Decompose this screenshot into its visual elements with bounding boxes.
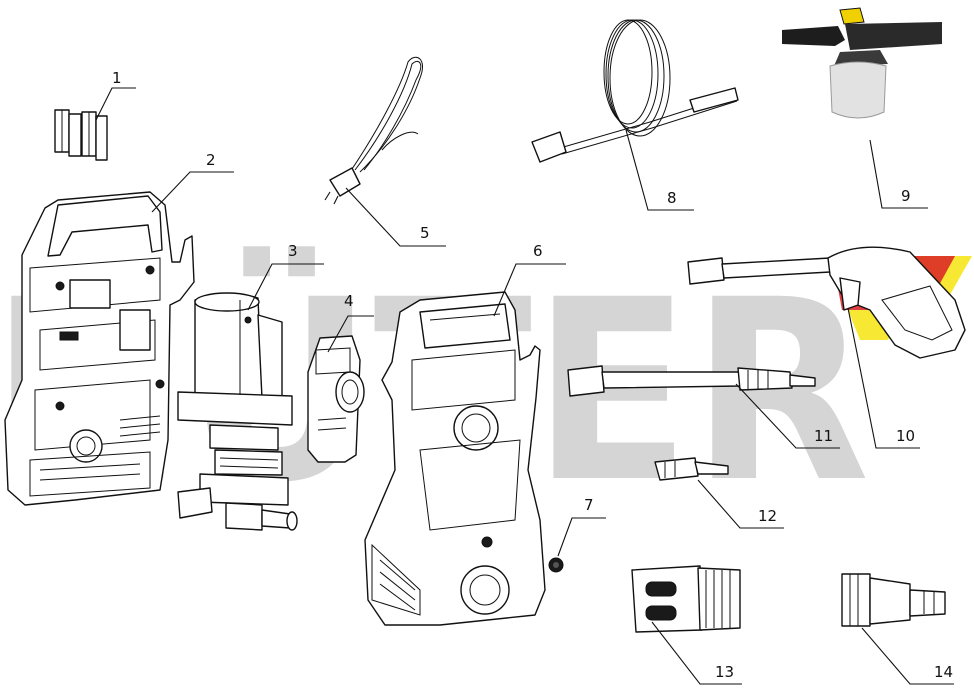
part-11-lance xyxy=(567,365,816,397)
callout-7: 7 xyxy=(557,496,606,557)
part-14-adapter xyxy=(841,573,946,627)
part-10-spray-gun xyxy=(687,246,966,359)
callout-12: 12 xyxy=(697,479,784,529)
callout-3: 3 xyxy=(247,242,324,311)
part-13-quick-connector xyxy=(631,565,741,633)
part-9-foam-bottle xyxy=(782,7,942,119)
callout-8: 8 xyxy=(625,129,694,211)
callout-6: 6 xyxy=(493,242,566,317)
callout-number: 3 xyxy=(288,242,298,260)
callout-number: 12 xyxy=(758,507,777,525)
callout-2: 2 xyxy=(151,151,234,213)
part-6-front-housing xyxy=(364,291,546,626)
callout-number: 7 xyxy=(584,496,594,514)
callout-number: 1 xyxy=(112,69,122,87)
callout-10: 10 xyxy=(847,307,920,449)
part-5-power-cord xyxy=(324,56,423,205)
callout-13: 13 xyxy=(651,621,742,685)
part-12-nozzle xyxy=(654,457,729,481)
callout-11: 11 xyxy=(735,383,840,449)
part-4-switch-box xyxy=(307,335,365,463)
callout-number: 11 xyxy=(814,427,833,445)
callout-5: 5 xyxy=(345,187,446,247)
callout-number: 6 xyxy=(533,242,543,260)
part-1-brackets xyxy=(54,109,108,161)
callout-number: 2 xyxy=(206,151,216,169)
callout-14: 14 xyxy=(861,627,954,685)
callout-number: 8 xyxy=(667,189,677,207)
callout-number: 14 xyxy=(934,663,953,681)
callout-4: 4 xyxy=(327,292,374,353)
callout-9: 9 xyxy=(869,139,928,209)
part-3-motor-pump xyxy=(177,292,298,531)
part-8-hose xyxy=(531,19,739,163)
part-7-nut xyxy=(548,557,564,573)
part-2-rear-housing xyxy=(4,191,195,506)
callout-number: 10 xyxy=(896,427,915,445)
callout-number: 4 xyxy=(344,292,354,310)
callout-1: 1 xyxy=(95,69,136,121)
callout-number: 5 xyxy=(420,224,430,242)
callout-number: 13 xyxy=(715,663,734,681)
callout-number: 9 xyxy=(901,187,911,205)
